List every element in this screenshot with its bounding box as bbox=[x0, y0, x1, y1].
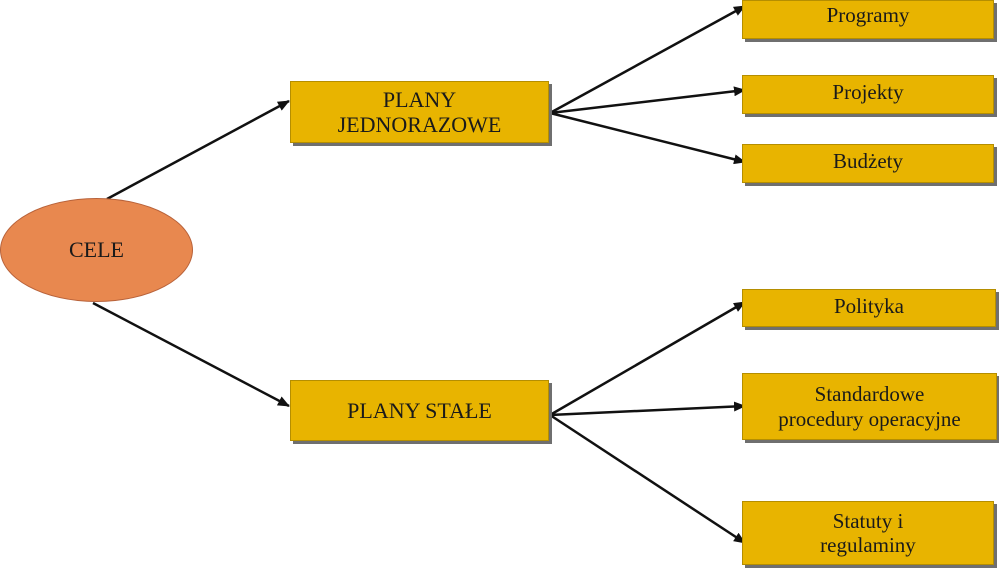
budzety-label: Budżety bbox=[833, 149, 903, 173]
cele-label: CELE bbox=[69, 237, 124, 262]
polityka-label: Polityka bbox=[833, 294, 904, 318]
standardowe-procedury-line2: procedury operacyjne bbox=[778, 406, 961, 431]
programy-box: Programy bbox=[742, 0, 994, 39]
arrow-cele-to-plany-stale bbox=[92, 301, 290, 408]
budzety-box: Budżety bbox=[742, 144, 994, 183]
polityka-box: Polityka bbox=[742, 289, 996, 327]
plany-jednorazowe-line2: JEDNORAZOWE bbox=[337, 112, 502, 137]
arrow-to-standardowe-procedury bbox=[549, 401, 746, 417]
arrow-to-programy bbox=[549, 4, 746, 115]
statuty-line2: regulaminy bbox=[820, 533, 916, 557]
arrow-to-polityka bbox=[549, 300, 746, 417]
statuty-line1: Statuty i bbox=[832, 508, 904, 533]
arrow-to-projekty bbox=[549, 86, 746, 115]
projekty-box: Projekty bbox=[742, 75, 994, 114]
standardowe-procedury-box: Standardowe procedury operacyjne bbox=[742, 373, 997, 440]
cele-node: CELE bbox=[0, 198, 193, 302]
arrow-to-budzety bbox=[549, 111, 746, 165]
statuty-box: Statuty i regulaminy bbox=[742, 501, 994, 565]
arrow-cele-to-plany-jednorazowe bbox=[106, 99, 290, 201]
plany-jednorazowe-line1: PLANY bbox=[382, 86, 457, 112]
arrow-to-statuty bbox=[549, 413, 746, 545]
programy-label: Programy bbox=[826, 3, 910, 27]
standardowe-procedury-line1: Standardowe bbox=[814, 382, 925, 407]
plany-jednorazowe-box: PLANY JEDNORAZOWE bbox=[290, 81, 549, 143]
projekty-label: Projekty bbox=[832, 80, 904, 104]
plany-stale-box: PLANY STAŁE bbox=[290, 380, 549, 441]
plany-stale-label: PLANY STAŁE bbox=[347, 397, 492, 423]
